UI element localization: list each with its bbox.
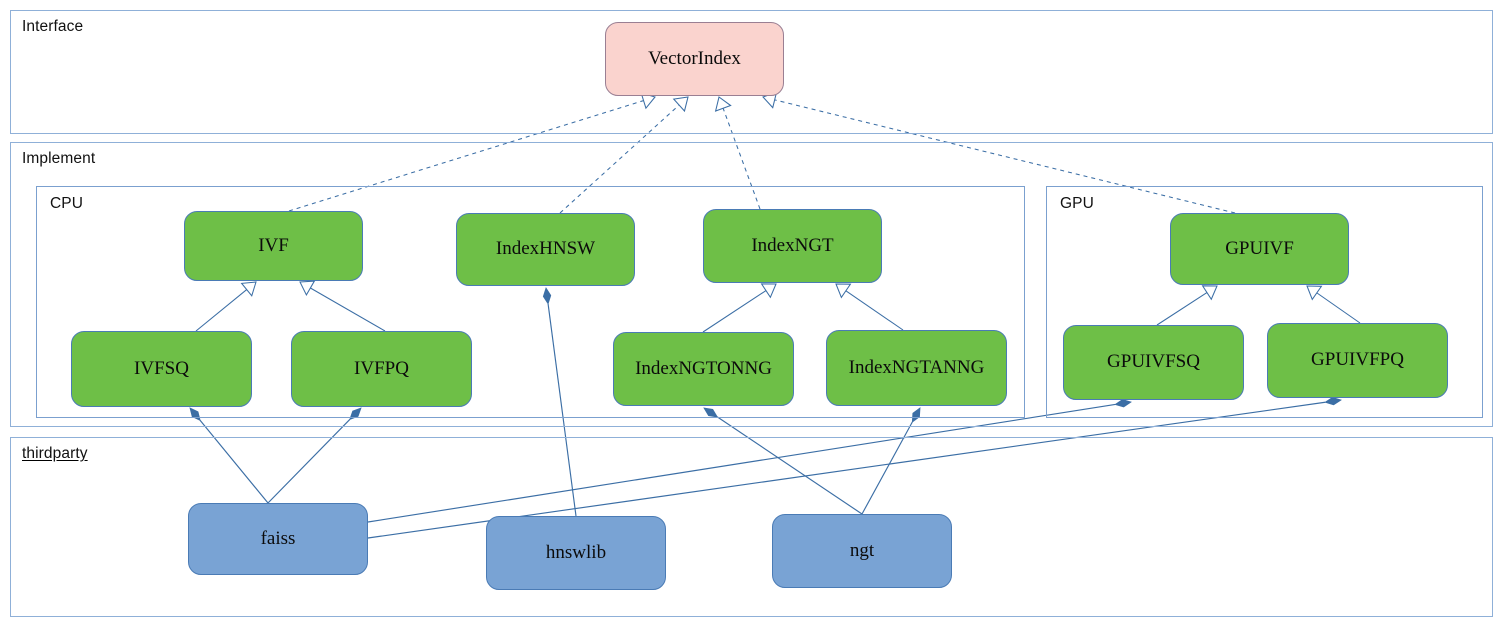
node-label-ivf: IVF <box>258 234 289 256</box>
node-indexngtanng[interactable]: IndexNGTANNG <box>826 330 1007 406</box>
node-label-gpuivfpq: GPUIVFPQ <box>1311 349 1404 371</box>
section-label-implement: Implement <box>22 150 96 167</box>
node-label-ngt: ngt <box>849 539 875 561</box>
node-vectorindex[interactable]: VectorIndex <box>605 22 784 96</box>
section-frame-thirdparty <box>10 437 1493 617</box>
node-label-hnswlib: hnswlib <box>545 541 607 563</box>
node-label-indexngtanng: IndexNGTANNG <box>848 356 985 378</box>
section-label-interface: Interface <box>22 18 84 35</box>
node-label-gpuivf: GPUIVF <box>1225 237 1294 259</box>
node-label-ivfsq: IVFSQ <box>134 357 189 379</box>
node-indexhnsw[interactable]: IndexHNSW <box>456 213 635 286</box>
node-label-faiss: faiss <box>260 527 296 549</box>
node-ivf[interactable]: IVF <box>184 211 363 281</box>
subsection-label-cpu: CPU <box>50 195 84 212</box>
node-label-gpuivfsq: GPUIVFSQ <box>1107 351 1200 373</box>
subsection-frame-cpu <box>36 186 1025 418</box>
node-ivfpq[interactable]: IVFPQ <box>291 331 472 407</box>
node-gpuivfpq[interactable]: GPUIVFPQ <box>1267 323 1448 398</box>
section-frame-implement <box>10 142 1493 427</box>
node-ngt[interactable]: ngt <box>772 514 952 588</box>
node-label-ivfpq: IVFPQ <box>354 357 409 379</box>
node-ivfsq[interactable]: IVFSQ <box>71 331 252 407</box>
node-indexngtonng[interactable]: IndexNGTONNG <box>613 332 794 406</box>
node-faiss[interactable]: faiss <box>188 503 368 575</box>
node-hnswlib[interactable]: hnswlib <box>486 516 666 590</box>
node-indexngt[interactable]: IndexNGT <box>703 209 882 283</box>
node-label-vectorindex: VectorIndex <box>648 47 741 69</box>
node-label-indexhnsw: IndexHNSW <box>495 238 596 260</box>
node-label-indexngtonng: IndexNGTONNG <box>635 357 772 379</box>
section-label-thirdparty: thirdparty <box>22 445 88 462</box>
subsection-label-gpu: GPU <box>1060 195 1094 212</box>
node-gpuivfsq[interactable]: GPUIVFSQ <box>1063 325 1244 400</box>
node-label-indexngt: IndexNGT <box>751 234 834 256</box>
section-frame-interface <box>10 10 1493 134</box>
node-gpuivf[interactable]: GPUIVF <box>1170 213 1349 285</box>
subsection-frame-gpu <box>1046 186 1483 418</box>
